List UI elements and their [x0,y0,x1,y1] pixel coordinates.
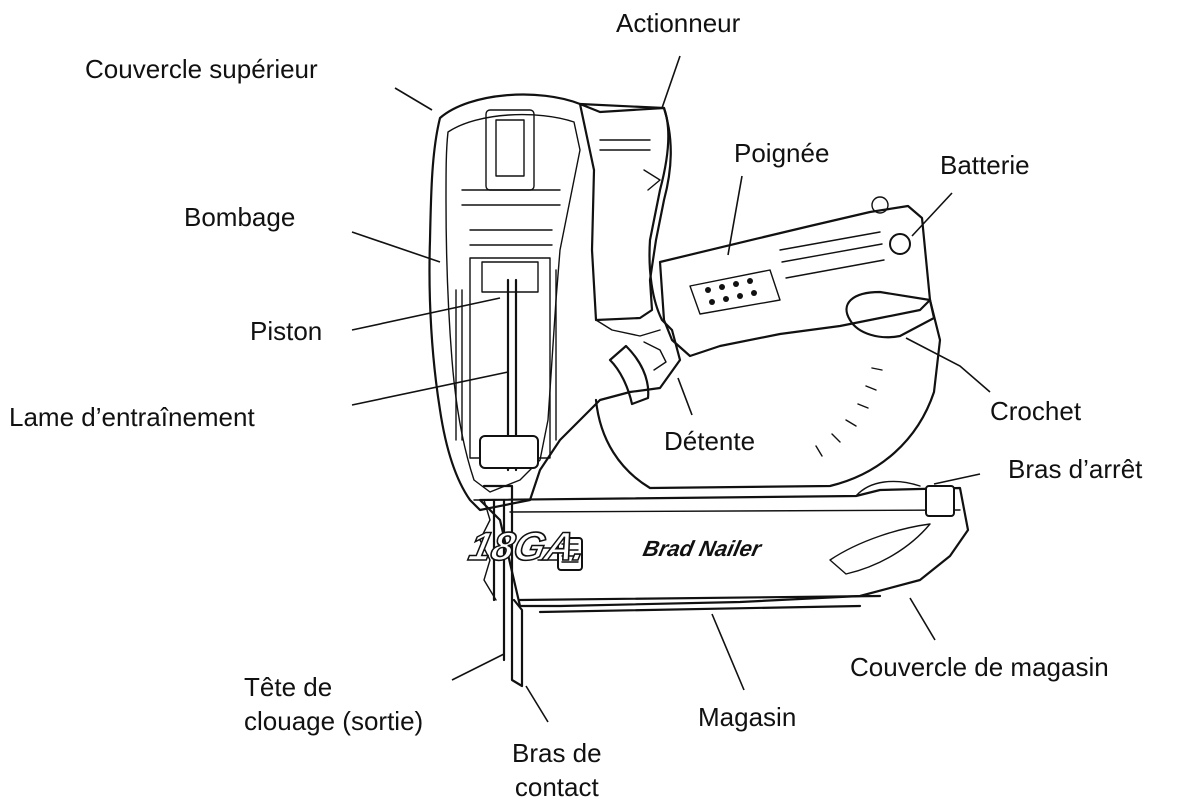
body-text-18ga: 18GA. [465,523,590,568]
body-text-brad-nailer: Brad Nailer [641,536,765,561]
actuator-cover [578,102,672,337]
leader-piston [351,297,501,331]
label-actionneur: Actionneur [616,8,741,38]
label-poignee: Poignée [734,138,830,168]
leader-poignee [727,175,743,256]
leader-couvercle-magasin [909,597,936,641]
leader-crochet [905,337,991,393]
label-bras-arret: Bras d’arrêt [1008,454,1143,484]
label-tete-clouage: Tête de clouage (sortie) [244,672,424,736]
label-batterie: Batterie [940,150,1030,180]
label-bombage: Bombage [184,202,296,232]
label-piston: Piston [250,316,323,346]
leader-lame [351,371,509,406]
label-lame: Lame d’entraînement [9,402,255,432]
label-magasin: Magasin [698,702,797,732]
leader-tete-clouage [451,653,505,681]
grip-dots [705,278,757,305]
label-detente: Détente [664,426,756,456]
leader-magasin [711,613,745,691]
label-couvercle-magasin: Couvercle de magasin [850,652,1109,682]
leader-lines [351,55,991,723]
leader-actionneur [661,55,681,109]
leader-bras-contact [525,685,549,723]
battery-guard [594,298,942,490]
label-crochet: Crochet [990,396,1082,426]
trigger [608,341,667,406]
leader-batterie [911,192,953,237]
handle [658,196,936,358]
nose-contact-arm [473,484,524,688]
leader-bombage [351,231,441,263]
leader-detente [677,377,693,416]
motor-housing [428,93,682,512]
label-couvercle-superieur: Couvercle supérieur [85,54,318,84]
label-bras-contact: Bras de contact [512,738,602,802]
leader-bras-arret [933,473,981,485]
leader-couvercle-superieur [394,87,433,111]
